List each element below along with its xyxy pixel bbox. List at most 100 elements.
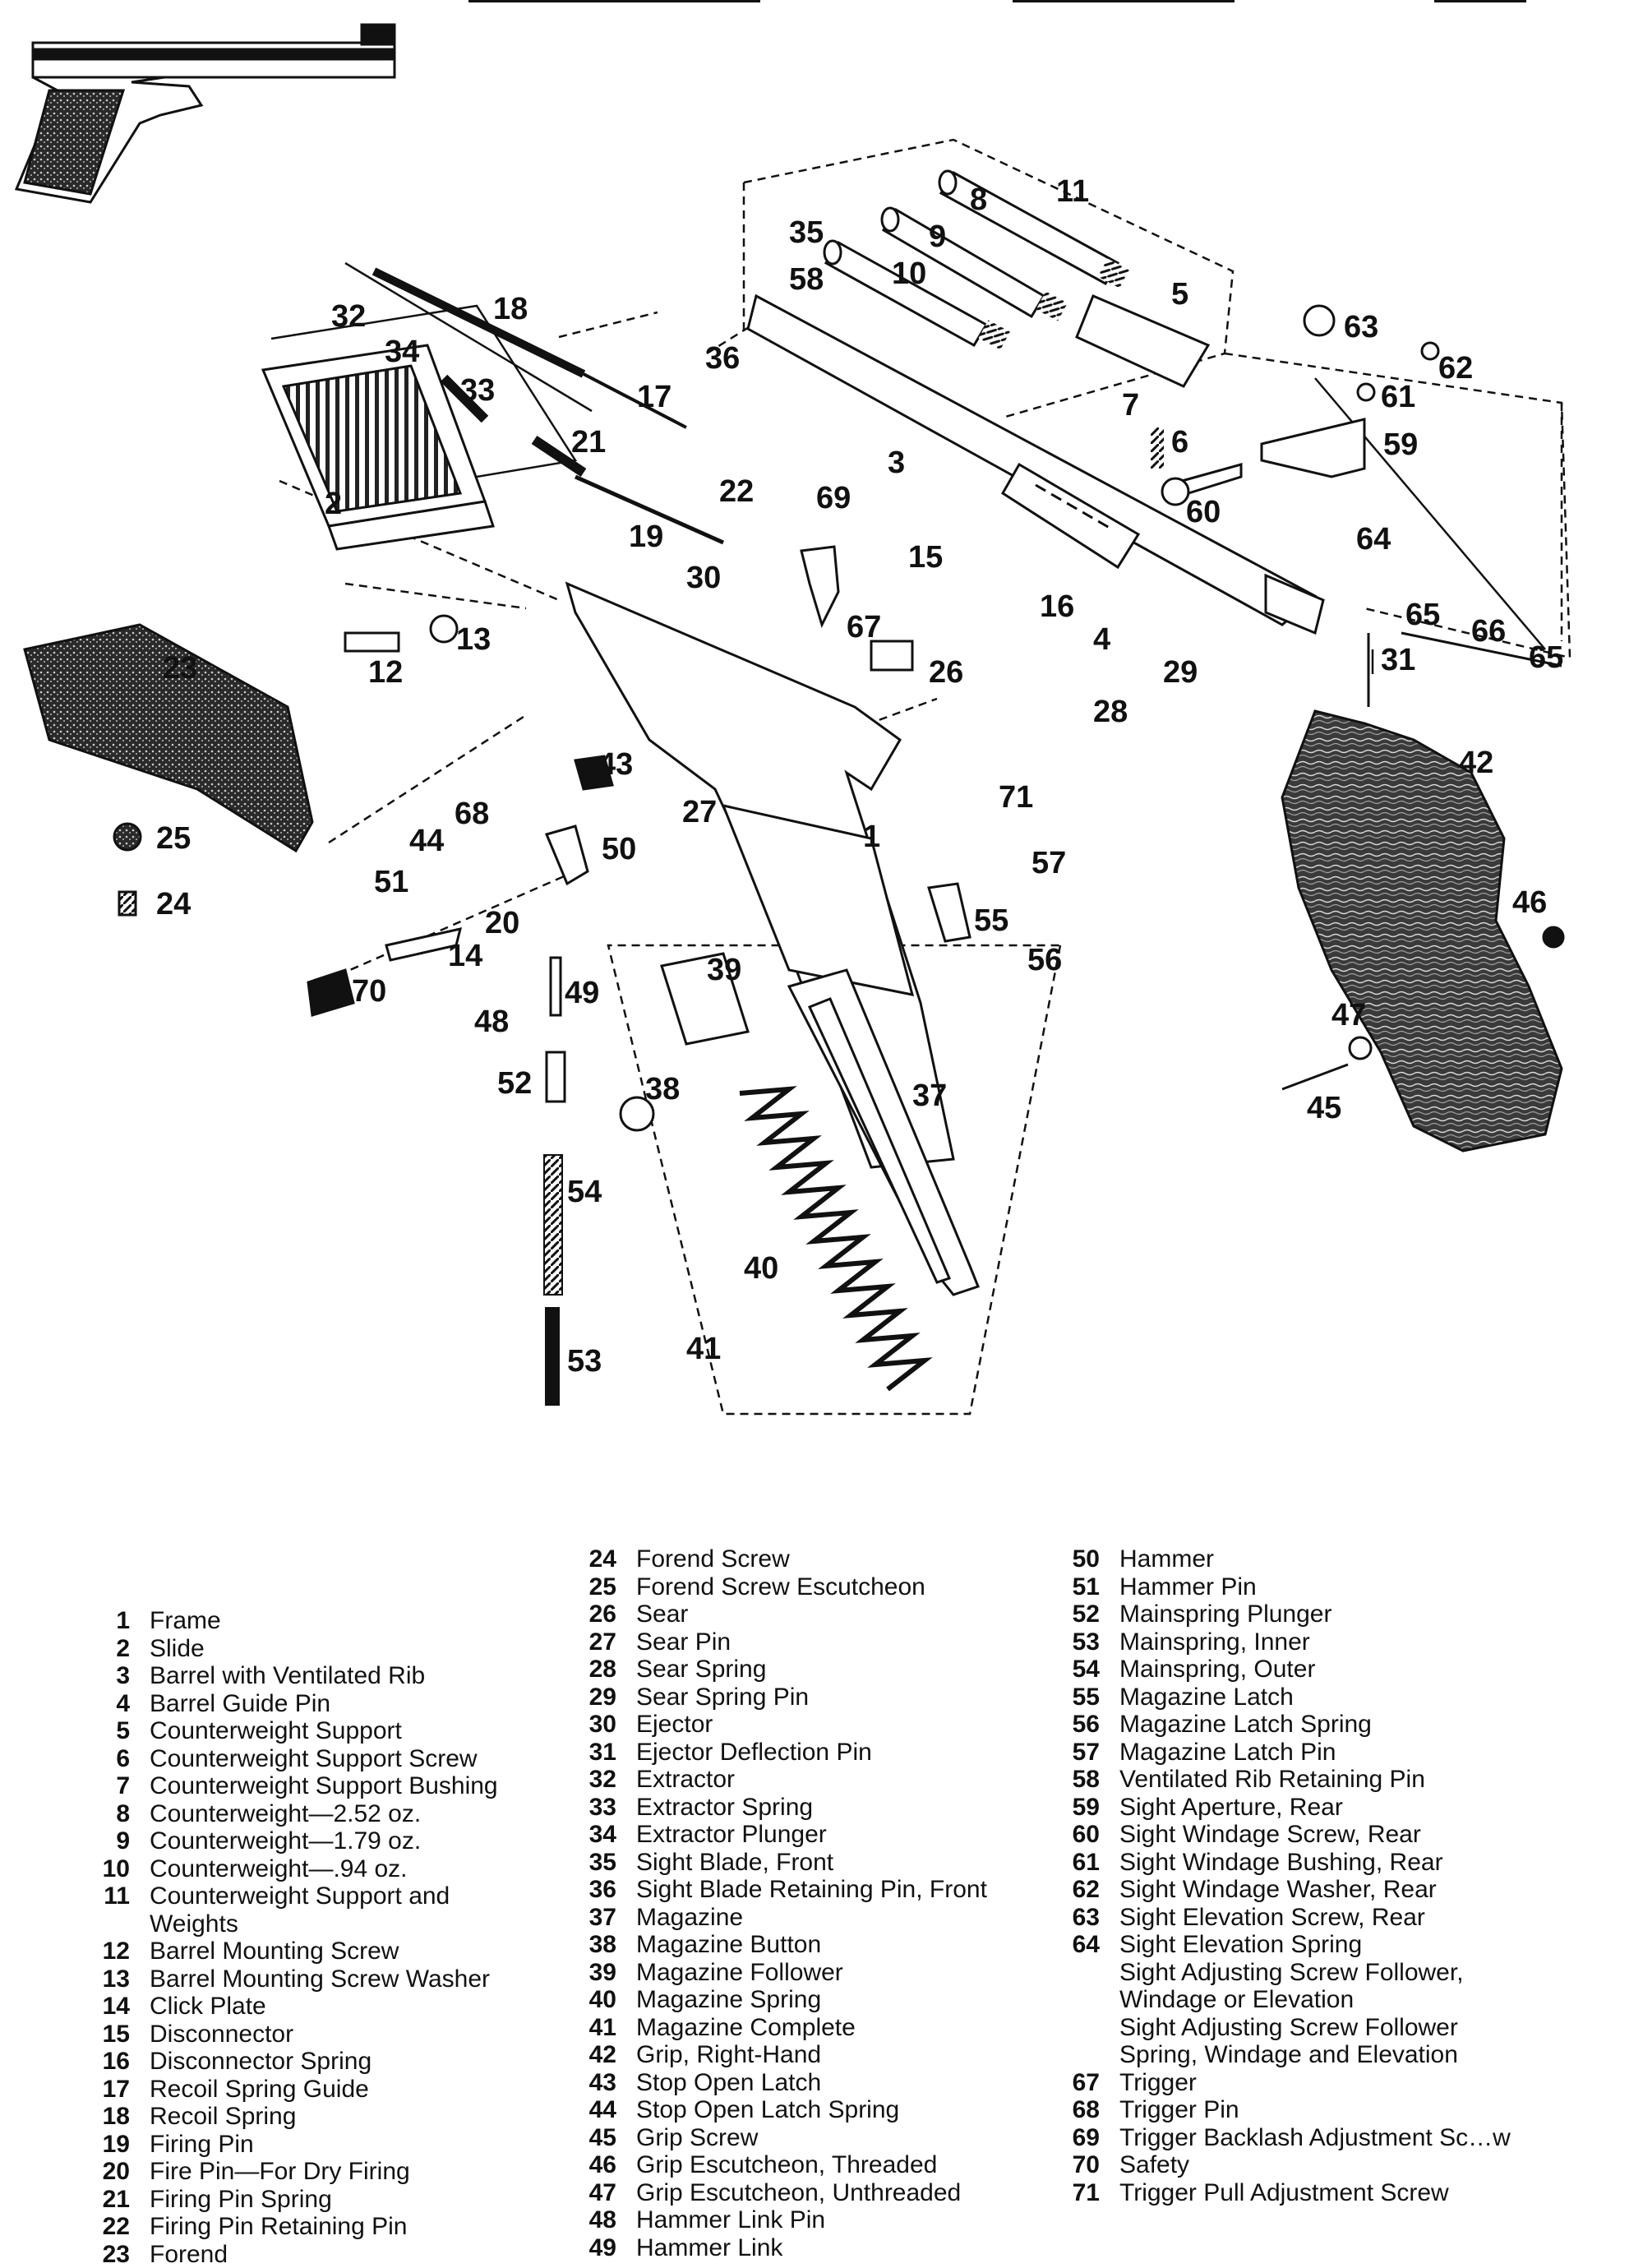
callout-16: 16: [1040, 589, 1074, 624]
forend-part: [23, 623, 314, 853]
top-rule-2: [1013, 0, 1235, 2]
magazine-spring-part: [739, 1086, 933, 1392]
callout-32: 32: [331, 299, 366, 334]
callout-20: 20: [485, 906, 519, 940]
callout-64: 64: [1356, 522, 1391, 557]
callout-17: 17: [637, 380, 672, 414]
callout-43: 43: [598, 747, 633, 782]
callout-37: 37: [912, 1079, 947, 1113]
callout-56: 56: [1027, 943, 1062, 977]
callout-58: 58: [789, 262, 824, 297]
barrel-part: [746, 293, 1325, 635]
callout-35: 35: [789, 215, 824, 250]
callout-4: 4: [1093, 622, 1110, 657]
callout-18: 18: [493, 292, 528, 326]
exploded-parts-diagram: 1 2 3 4 5 6 7 8 9 10 11 12 13 14 15 16 1…: [14, 23, 1571, 1416]
callout-41: 41: [686, 1332, 721, 1366]
callout-34: 34: [385, 335, 419, 369]
callout-29: 29: [1163, 655, 1198, 690]
mainspring-outer-part: [543, 1154, 563, 1296]
callout-69: 69: [816, 481, 851, 515]
callout-8: 8: [970, 182, 987, 217]
callout-60: 60: [1186, 495, 1221, 529]
callout-65-second: 65: [1529, 640, 1563, 675]
callout-2: 2: [325, 487, 342, 521]
callout-52: 52: [497, 1066, 532, 1101]
callout-12: 12: [368, 655, 403, 690]
callout-66: 66: [1471, 614, 1506, 649]
callout-25: 25: [156, 821, 191, 856]
callout-54: 54: [567, 1175, 602, 1209]
callout-51: 51: [374, 865, 408, 899]
callout-27: 27: [682, 795, 717, 829]
part-row: Windage or Elevation: [1119, 1986, 1355, 2013]
callout-36: 36: [705, 341, 740, 376]
callout-19: 19: [629, 520, 663, 554]
callout-26: 26: [929, 655, 963, 690]
callout-13: 13: [456, 622, 491, 657]
callout-22: 22: [719, 474, 754, 509]
callout-49: 49: [565, 976, 599, 1010]
callout-55: 55: [974, 903, 1008, 938]
callout-11: 11: [1056, 174, 1089, 209]
part-row: 66Sight Adjusting Screw Follower: [1119, 2013, 1458, 2041]
callout-9: 9: [929, 219, 946, 254]
callout-33: 33: [460, 373, 495, 408]
callout-62: 62: [1438, 351, 1473, 386]
callout-14: 14: [448, 939, 482, 973]
callout-47: 47: [1331, 998, 1366, 1032]
callout-21: 21: [571, 425, 606, 460]
callout-63: 63: [1344, 310, 1378, 344]
top-rule-1: [468, 0, 760, 2]
callout-1: 1: [863, 820, 880, 854]
callout-24: 24: [156, 887, 191, 922]
callout-6: 6: [1171, 425, 1188, 460]
mainspring-inner-part: [545, 1307, 560, 1406]
callout-46: 46: [1512, 885, 1547, 920]
